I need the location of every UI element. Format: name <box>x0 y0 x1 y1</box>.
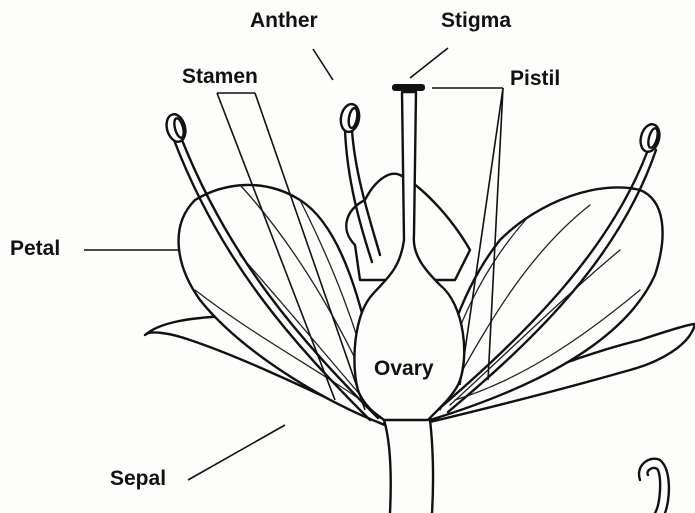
ovary-label: Ovary <box>374 358 434 379</box>
anther-label: Anther <box>250 10 318 31</box>
pistil-label: Pistil <box>510 68 560 89</box>
stamen-label: Stamen <box>182 66 258 87</box>
anther-right <box>638 122 663 154</box>
sepal-label: Sepal <box>110 468 166 489</box>
stigma-label: Stigma <box>441 10 511 31</box>
petal-label: Petal <box>10 238 60 259</box>
anther-middle <box>339 103 362 134</box>
anther-left <box>164 112 189 144</box>
bud-fragment <box>639 459 669 513</box>
stigma-cap <box>392 84 425 91</box>
stem <box>384 420 433 513</box>
